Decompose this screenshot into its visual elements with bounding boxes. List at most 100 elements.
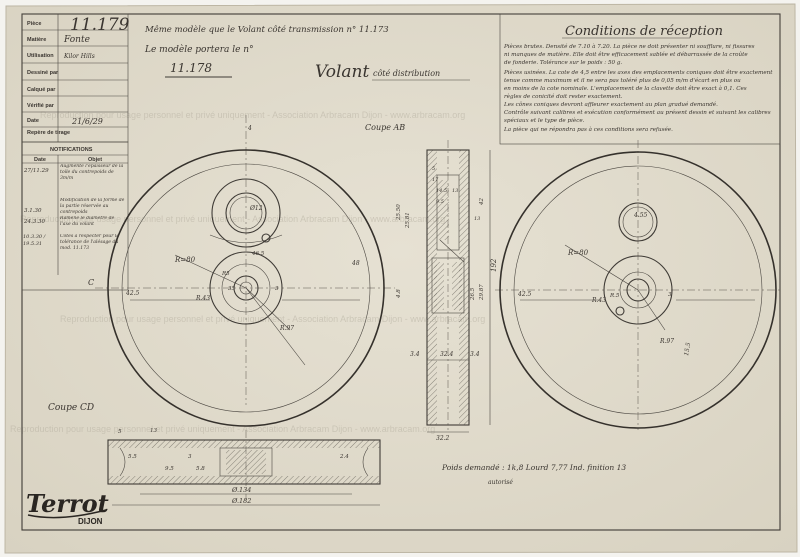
material-value: Fonte — [63, 35, 90, 45]
left-dim-35: 35 — [228, 286, 235, 292]
reception-line-7: règles de conicité doit rester exactemen… — [504, 93, 623, 100]
title-label-matiere: Matière — [27, 37, 46, 43]
section-label: Coupe AB — [365, 123, 405, 132]
left-dim-r5: R5 — [221, 271, 230, 277]
modifications-col-date: Date — [34, 157, 46, 163]
header-notes: Même modèle que le Volant côté transmiss… — [144, 24, 470, 132]
bottom-dim-13: 13 — [150, 428, 157, 434]
bottom-dim-9-5: 9.5 — [165, 466, 174, 472]
right-flywheel-view: R=80 4.55 R.43 R.5 R.97 42.5 15.5 3 — [495, 140, 780, 430]
mod-text-2: Modification de la forme de la partie ré… — [60, 198, 125, 215]
section-dim-25-81: 25.81 — [405, 212, 411, 229]
mod-text-3: Ramené le diamètre de l'axe du volant — [60, 216, 115, 227]
reception-line-2: ni manques de matière. Elle doit être ef… — [504, 51, 748, 58]
mod-text-4-wrap: Cotes à respecter pour la tolérance de l… — [60, 234, 120, 251]
section-dim-13: 13 — [452, 188, 458, 194]
mod-date-3: 24.3.30 — [23, 219, 45, 225]
right-dim-3: 3 — [668, 292, 672, 298]
title-block: Pièce Matière Utilisation Dessiné par Ca… — [21, 13, 130, 143]
title-label-calque: Calqué par — [27, 87, 56, 93]
right-dim-r80: R=80 — [567, 249, 589, 257]
left-dim-bore: Ø12 — [249, 205, 263, 212]
reception-conditions: Conditions de réception Pièces brutes. D… — [499, 13, 781, 145]
brand-city: DIJON — [78, 517, 103, 526]
title-label-date: Date — [27, 118, 39, 124]
section-dim-192: 192 — [490, 258, 498, 272]
left-dim-r43: R.43 — [195, 295, 210, 302]
left-dim-r97: R.97 — [279, 325, 294, 332]
model-number: 11.178 — [170, 61, 212, 75]
left-dim-42-5: 42.5 — [125, 290, 140, 297]
mod-text-1: Augmenté l'épaisseur de la toile du cont… — [60, 164, 124, 181]
reception-line-3: de fonderie. Tolérance sur le poids : 50… — [504, 59, 622, 66]
section-dim-29-87: 29.87 — [479, 284, 485, 301]
watermark-text-2: Reproduction pour usage personnel et pri… — [20, 214, 445, 224]
bottom-section-view: Coupe CD Ø.134 Ø.182 5 9.5 3 13 5.8 2.4 … — [48, 403, 381, 506]
title-label-utilisation: Utilisation — [27, 53, 54, 59]
reception-line-6: en moins de la cote nominale. L'emplacem… — [504, 85, 747, 92]
section-dim-32-4: 32.4 — [440, 351, 454, 358]
watermark-text-3: Reproduction pour usage personnel et pri… — [60, 314, 485, 324]
mod-date-1: 27/11.29 — [23, 168, 49, 174]
title-label-dessine: Dessiné par — [27, 70, 59, 76]
weight-notes: Poids demandé : 1k,8 Lourd 7,77 Ind. fin… — [441, 463, 626, 486]
right-dim-15-5: 15.5 — [683, 342, 692, 357]
weight-note: Poids demandé : 1k,8 Lourd 7,77 Ind. fin… — [441, 463, 626, 472]
section-dim-26-5: 26.5 — [470, 287, 476, 301]
modifications-title: NOTIFICATIONS — [50, 147, 93, 153]
section-dim-5: 5 — [432, 166, 435, 172]
paper-sheet — [4, 3, 798, 554]
section-view: 5 17 14.5 9.5 13 25.81 25.50 42 13 29.87… — [396, 140, 498, 442]
left-dim-3: 3 — [275, 286, 279, 292]
bottom-dim-5-8: 5.8 — [196, 466, 205, 472]
title-label-repere: Repère de tirage — [27, 130, 70, 136]
section-dim-13b: 13 — [474, 216, 480, 222]
reception-line-10: spéciaux et le type de pièce. — [504, 117, 585, 124]
bottom-dim-2-4: 2.4 — [339, 454, 349, 460]
mod-text-4: Cotes à respecter pour la tolérance de l… — [60, 234, 120, 251]
mod-date-4-wrap: 10.3.30 / 19.5.31 — [23, 234, 46, 247]
terrot-logo: Terrot DIJON — [26, 489, 109, 526]
left-dim-48: 48 — [351, 260, 360, 267]
mod-text-2-wrap: Modification de la forme de la partie ré… — [60, 198, 125, 215]
reception-line-9: Contrôle suivant calibres et exécution c… — [504, 109, 771, 116]
reception-line-4: Pièces usinées. La cote de 4,5 entre les… — [503, 69, 773, 76]
reception-line-5: tenue comme maximum et il ne sera pas to… — [504, 77, 741, 84]
mod-text-3-wrap: Ramené le diamètre de l'axe du volant — [60, 216, 115, 227]
watermark-layer: Reproduction pour usage personnel et pri… — [10, 110, 485, 434]
right-dim-4-55: 4.55 — [633, 212, 648, 219]
reception-line-1: Pièces brutes. Densité de 7.10 à 7.20. L… — [503, 43, 755, 50]
title-label-verifie: Vérifié par — [27, 103, 55, 109]
right-dim-42-5: 42.5 — [517, 291, 532, 298]
right-dim-r97: R.97 — [659, 338, 674, 345]
reception-title: Conditions de réception — [565, 24, 723, 39]
date-value: 21/6/29 — [71, 117, 103, 126]
watermark-text-4: Reproduction pour usage personnel et pri… — [10, 424, 435, 434]
section-dim-14-5: 14.5 — [436, 188, 447, 194]
bottom-dim-3: 3 — [188, 454, 192, 460]
section-dim-4-8: 4.8 — [396, 289, 402, 299]
section-dim-9-5: 9.5 — [436, 199, 444, 205]
section-dim-32-2: 32.2 — [436, 435, 450, 442]
bottom-dim-134: Ø.134 — [231, 486, 251, 494]
usage-value: Kilor Hills — [63, 53, 95, 60]
reception-line-8: Les cônes coniques devront affleurer exa… — [503, 101, 718, 108]
brand-logo-text: Terrot — [26, 489, 109, 518]
part-name: Volant — [315, 62, 369, 82]
mod-date-4: 10.3.30 / 19.5.31 — [23, 234, 46, 247]
section-dim-17: 17 — [432, 177, 439, 183]
left-flywheel-view: R=80 42.5 R.43 R5 R.97 3 Ø12 48 4 46.5 3… — [95, 115, 395, 427]
section-dim-25-50: 25.50 — [396, 204, 402, 221]
left-dim-r80: R=80 — [174, 256, 196, 264]
section-dim-3-4-right: 3.4 — [470, 351, 480, 358]
header-note-same-model: Même modèle que le Volant côté transmiss… — [144, 24, 389, 35]
part-side: côté distribution — [373, 69, 440, 78]
part-number: 11.179 — [70, 15, 130, 35]
signature-note: autorisé — [488, 479, 513, 486]
mod-text-1-wrap: Augmenté l'épaisseur de la toile du cont… — [60, 164, 124, 181]
section-dim-42: 42 — [479, 198, 485, 206]
right-dim-r5: R.5 — [609, 293, 620, 299]
reception-line-11: La pièce qui ne répondra pas à ces condi… — [503, 126, 673, 133]
header-note-model-number: Le modèle portera le n° — [144, 44, 254, 55]
